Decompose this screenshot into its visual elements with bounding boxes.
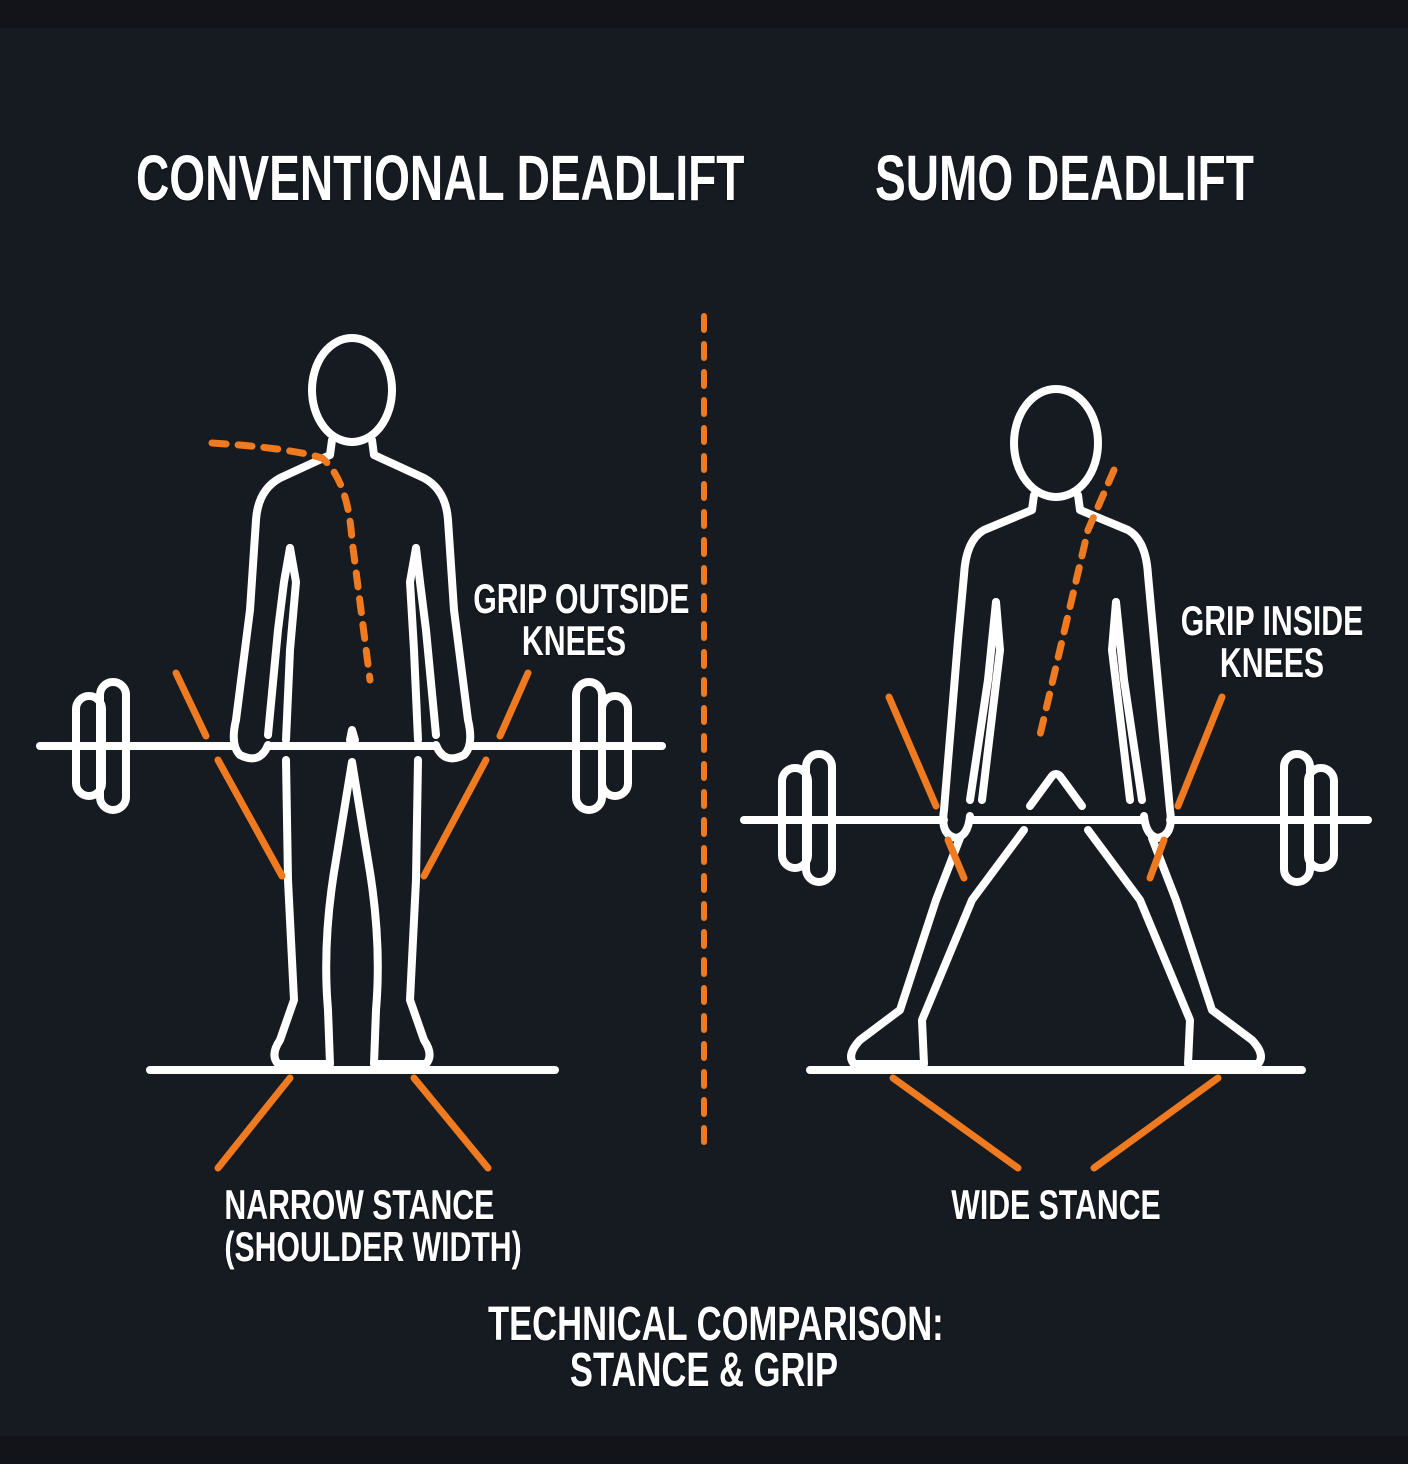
footer-line-1: TECHNICAL COMPARISON: [488, 1298, 944, 1351]
footer-caption: TECHNICAL COMPARISON: STANCE & GRIP [488, 1298, 944, 1397]
conventional-grip-line-1: GRIP OUTSIDE [473, 575, 690, 622]
conventional-grip-line-2: KNEES [521, 617, 627, 664]
conventional-stance-line-1: NARROW STANCE [224, 1181, 495, 1228]
sumo-title: SUMO DEADLIFT [875, 142, 1254, 214]
sumo-accents [885, 466, 1226, 1172]
conventional-lifter-figure [146, 334, 559, 1074]
sumo-grip-label: GRIP INSIDE KNEES [1171, 600, 1373, 684]
barbell-icon [36, 678, 666, 814]
conventional-grip-label: GRIP OUTSIDE KNEES [473, 575, 690, 664]
conventional-stance-label: NARROW STANCE (SHOULDER WIDTH) [224, 1181, 522, 1270]
barbell-icon [740, 750, 1372, 886]
conventional-stance-line-2: (SHOULDER WIDTH) [224, 1223, 522, 1270]
sumo-lifter-figure [806, 385, 1306, 1074]
footer-line-2: STANCE & GRIP [569, 1344, 839, 1397]
conventional-accents [172, 439, 532, 1172]
sumo-stance-label: WIDE STANCE [948, 1184, 1164, 1226]
sumo-grip-line-2: KNEES [1219, 639, 1325, 686]
conventional-title: CONVENTIONAL DEADLIFT [135, 142, 745, 214]
sumo-grip-line-1: GRIP INSIDE [1180, 597, 1364, 644]
sumo-stance-line-1: WIDE STANCE [951, 1181, 1161, 1228]
